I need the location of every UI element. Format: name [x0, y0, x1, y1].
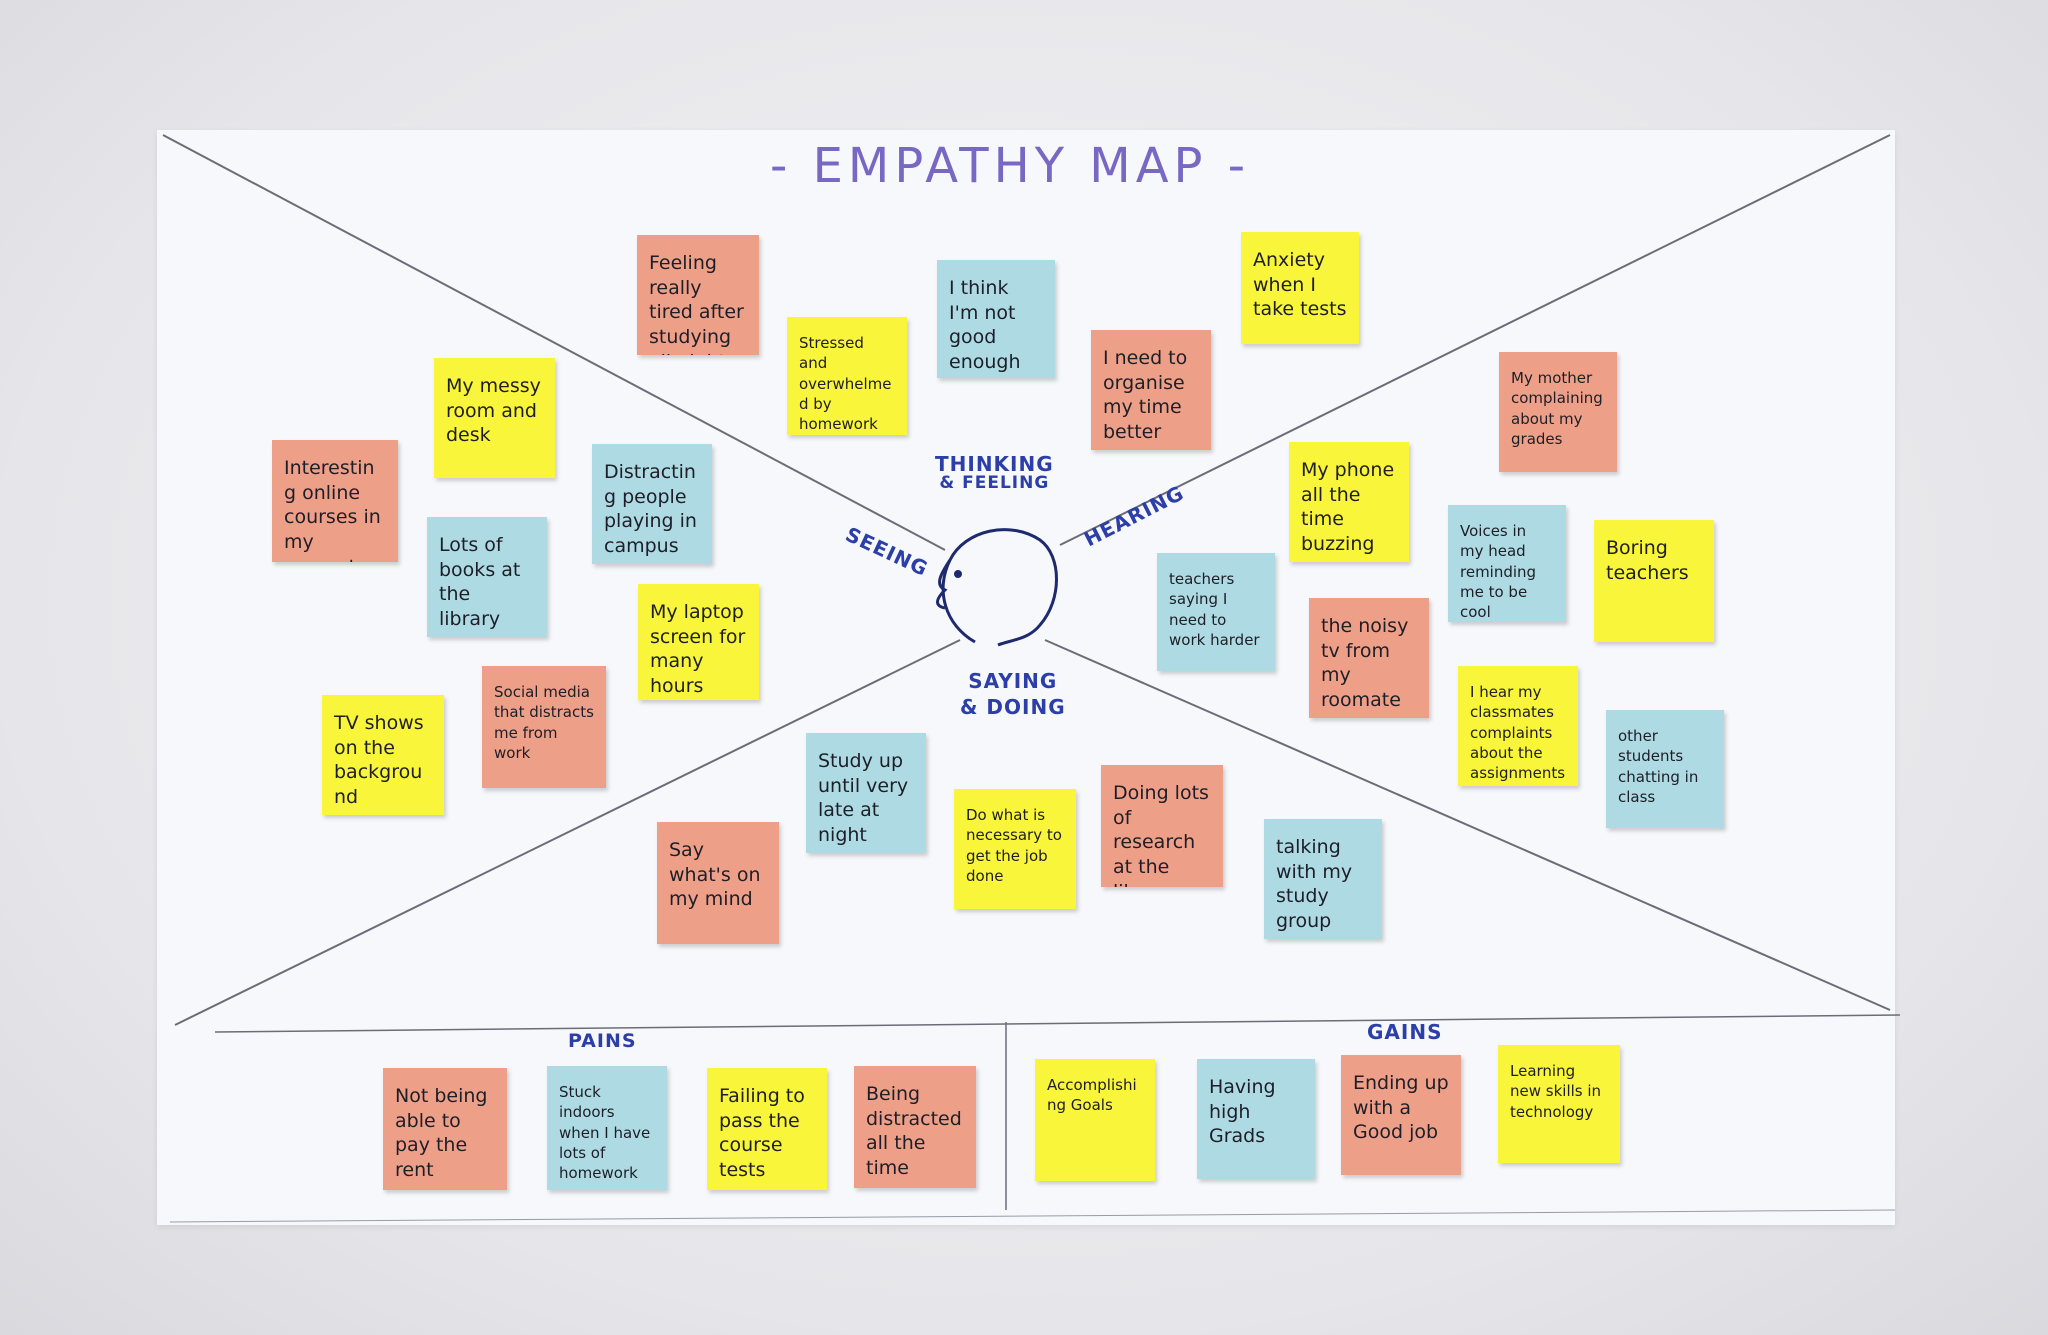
- sticky-note: My phone all the time buzzing: [1289, 442, 1409, 562]
- sticky-note: Having high Grads: [1197, 1059, 1315, 1179]
- sticky-note: I hear my classmates complaints about th…: [1458, 666, 1578, 786]
- label-saying: SAYING & DOING: [960, 668, 1066, 720]
- sticky-note: I need to organise my time better: [1091, 330, 1211, 450]
- sticky-note: My laptop screen for many hours: [638, 584, 759, 700]
- label-thinking-line2: & FEELING: [939, 473, 1050, 493]
- sticky-note: Feeling really tired after studying all …: [637, 235, 759, 355]
- label-gains: GAINS: [1367, 1020, 1443, 1044]
- sticky-note: Doing lots of research at the library: [1101, 765, 1223, 887]
- diagonal-top-left: [162, 134, 946, 551]
- board-title: - EMPATHY MAP -: [770, 138, 1251, 194]
- label-pains: PAINS: [568, 1030, 637, 1052]
- bottom-divider: [214, 1014, 1901, 1033]
- sticky-note: Failing to pass the course tests: [707, 1068, 827, 1190]
- sticky-note: Stressed and overwhelmed by homework dea…: [787, 317, 907, 435]
- sticky-note: Being distracted all the time: [854, 1066, 976, 1188]
- sticky-note: I think I'm not good enough: [937, 260, 1055, 378]
- sticky-note: Social media that distracts me from work: [482, 666, 606, 788]
- sticky-note: Learning new skills in technology: [1498, 1045, 1620, 1163]
- label-saying-line2: & DOING: [960, 695, 1066, 719]
- diagonal-top-right: [1059, 134, 1891, 546]
- sticky-note: Not being able to pay the rent: [383, 1068, 507, 1190]
- label-saying-line1: SAYING: [968, 669, 1058, 693]
- sticky-note: My mother complaining about my grades: [1499, 352, 1617, 472]
- sticky-note: Ending up with a Good job: [1341, 1055, 1461, 1175]
- sticky-note: Distracting people playing in campus: [592, 444, 712, 564]
- sticky-note: the noisy tv from my roomate: [1309, 598, 1429, 718]
- sticky-note: Study up until very late at night: [806, 733, 926, 853]
- label-thinking: THINKING & FEELING: [935, 454, 1054, 493]
- sticky-note: Interesting online courses in my compute…: [272, 440, 398, 562]
- sticky-note: Say what's on my mind: [657, 822, 779, 944]
- diagonal-bottom-left: [174, 639, 961, 1026]
- diagonal-bottom-right: [1044, 639, 1891, 1011]
- sticky-note: Accomplishing Goals: [1035, 1059, 1155, 1181]
- head-icon: [936, 528, 1058, 647]
- sticky-note: Voices in my head reminding me to be coo…: [1448, 505, 1566, 622]
- board-bottom-edge: [169, 1209, 1896, 1223]
- sticky-note: Boring teachers: [1594, 520, 1714, 642]
- sticky-note: Anxiety when I take tests: [1241, 232, 1359, 344]
- sticky-note: talking with my study group: [1264, 819, 1382, 939]
- label-thinking-line1: THINKING: [935, 452, 1054, 476]
- sticky-note: My messy room and desk: [434, 358, 555, 478]
- sticky-note: Lots of books at the library: [427, 517, 547, 637]
- sticky-note: Stuck indoors when I have lots of homewo…: [547, 1066, 667, 1190]
- sticky-note: other students chatting in class: [1606, 710, 1724, 828]
- sticky-note: Do what is necessary to get the job done: [954, 789, 1076, 909]
- sticky-note: teachers saying I need to work harder: [1157, 553, 1275, 671]
- sticky-note: TV shows on the background: [322, 695, 444, 815]
